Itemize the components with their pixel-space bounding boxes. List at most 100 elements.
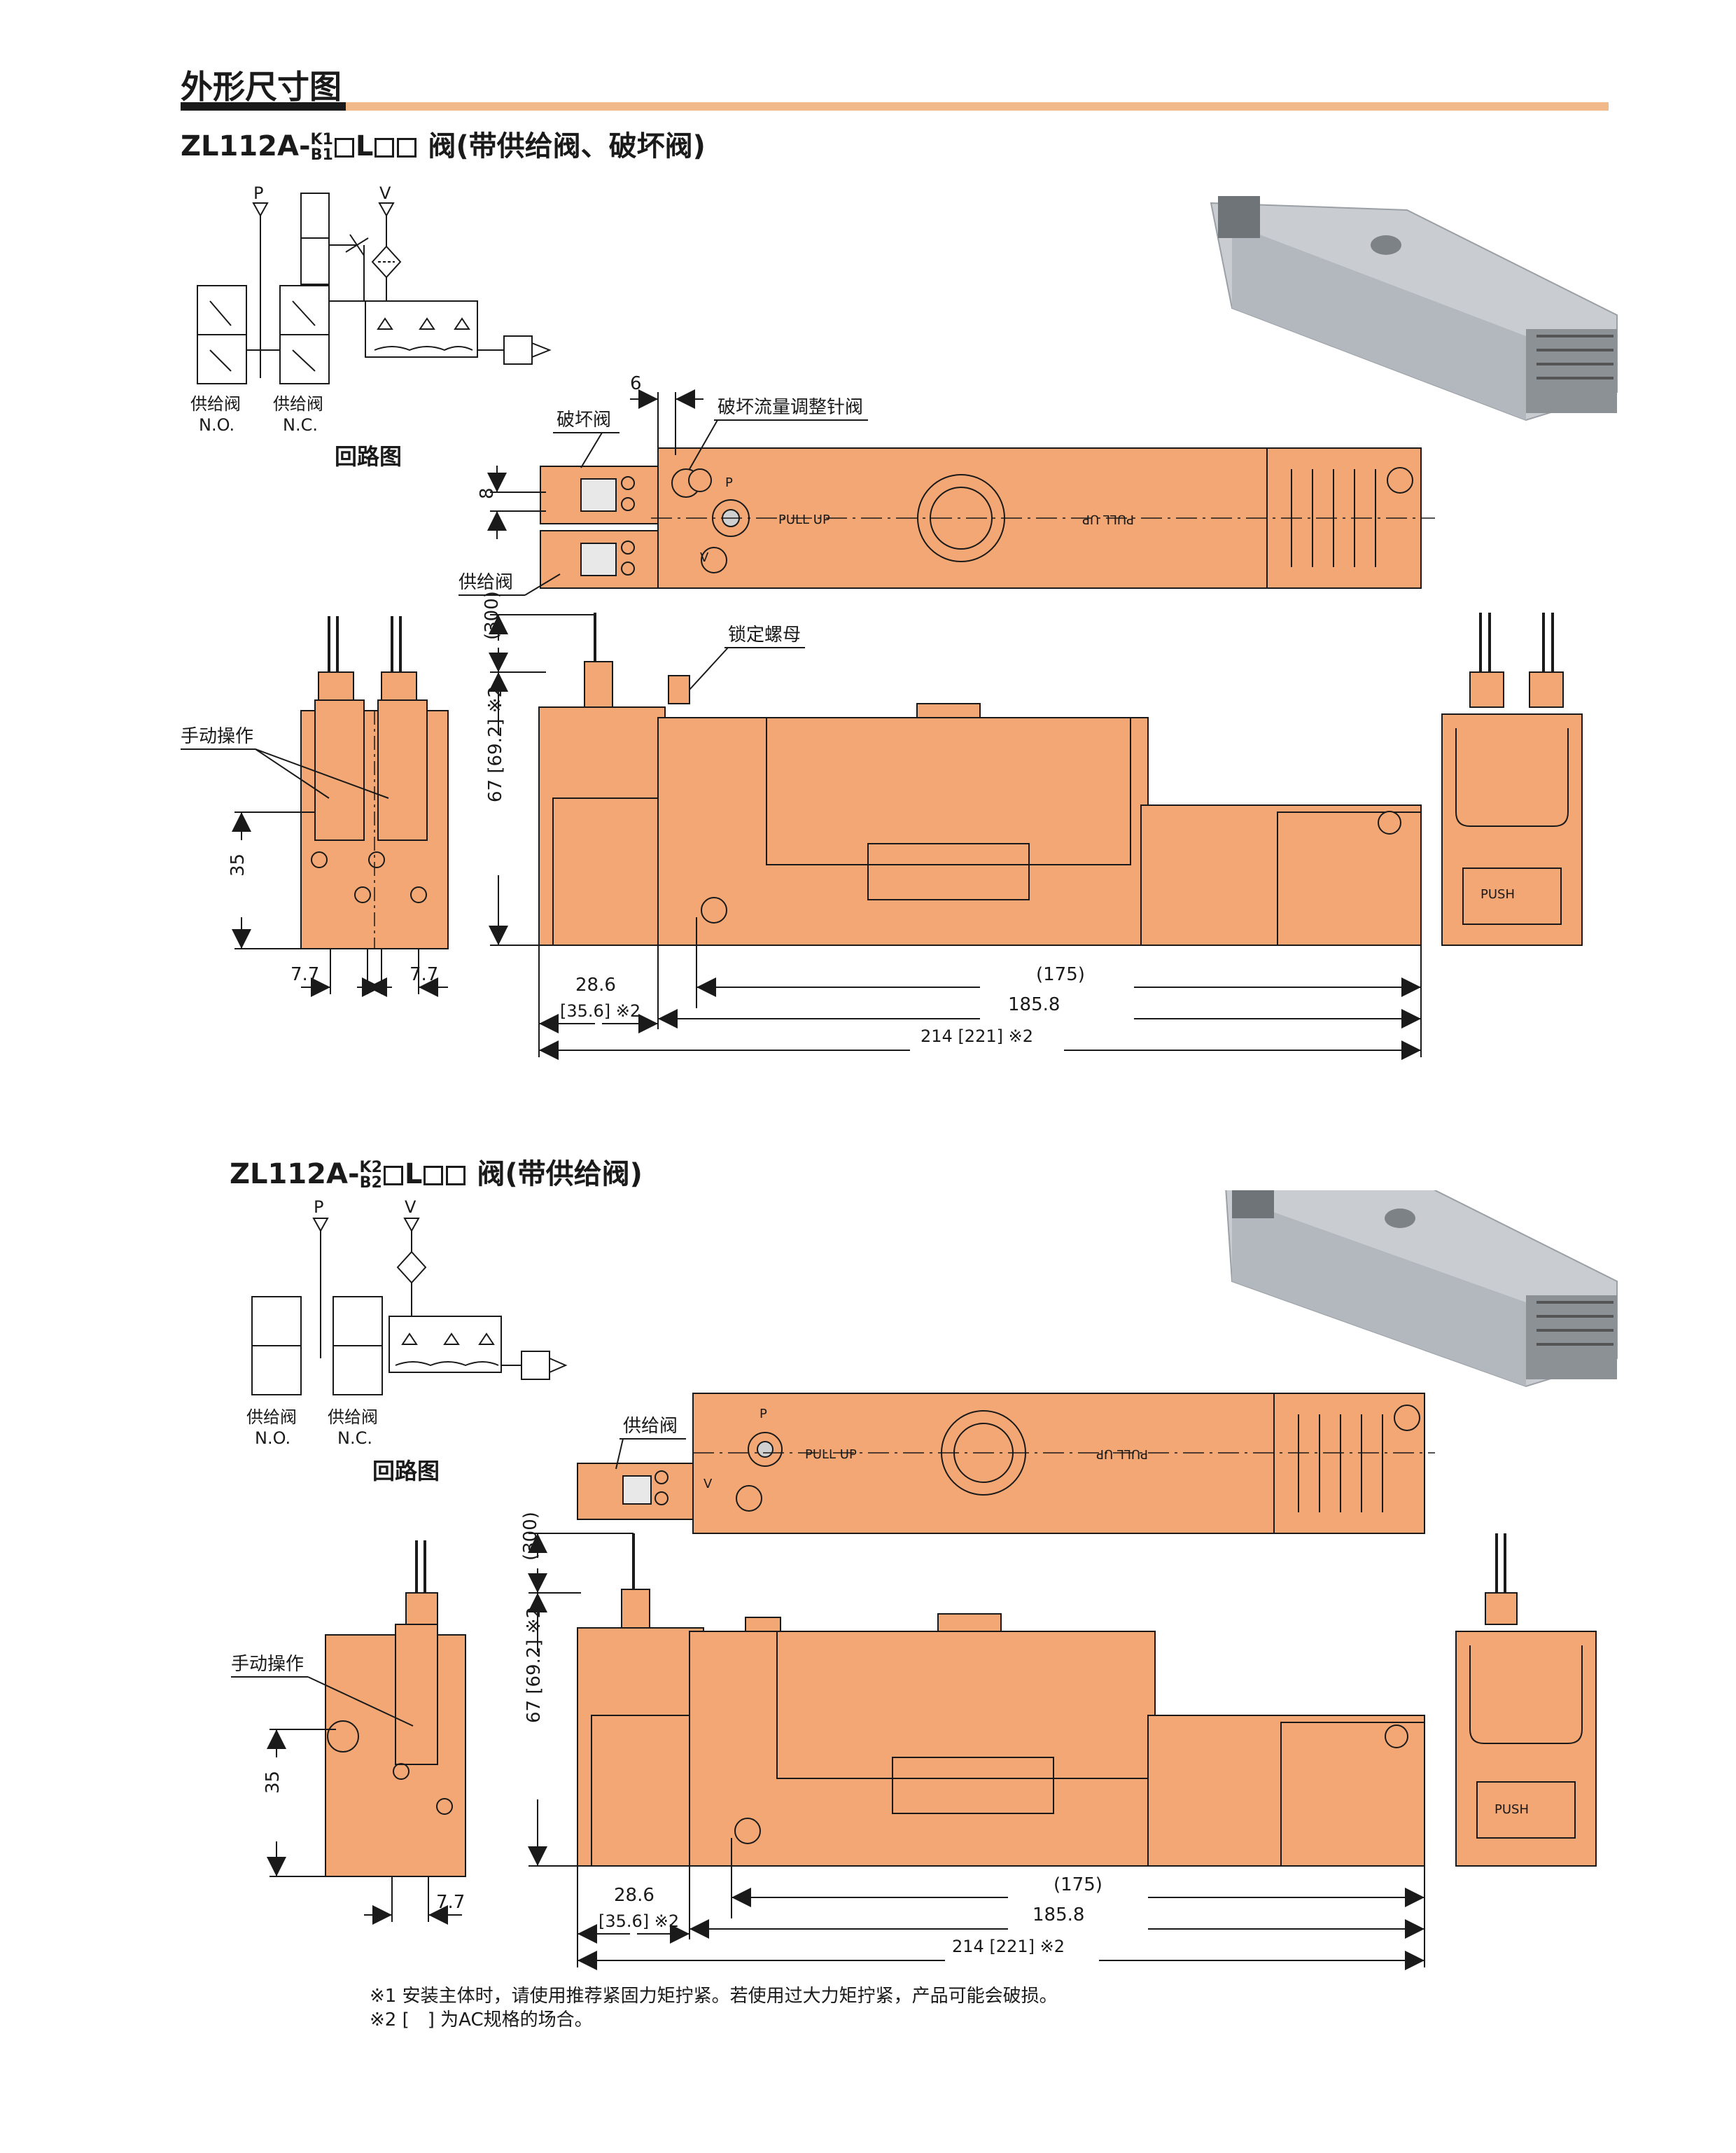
dim-175-2: (175) xyxy=(1054,1874,1102,1895)
pull-up-right-2: PULL UP xyxy=(1096,1447,1148,1461)
upper-block xyxy=(766,717,1131,865)
section-2-sup-bottom: B2 xyxy=(359,1174,382,1192)
page-title: 外形尺寸图 xyxy=(181,68,342,106)
dim-35-6: [35.6] ※2 xyxy=(560,1001,640,1021)
circuit-diagram-2: P V 供给阀 N.O. 供给阀 N.C. 回路图 xyxy=(246,1197,568,1484)
dim-67: 67 [69.2] ※2 xyxy=(485,686,506,802)
callout-manual-2: 手动操作 xyxy=(231,1654,304,1675)
circuit-caption: 回路图 xyxy=(335,443,402,470)
port-p-label: P xyxy=(253,183,263,203)
dim-8: 8 xyxy=(477,487,498,499)
label-nc-1: 供给阀 xyxy=(273,394,323,414)
left-end-dims-2: 手动操作 35 7.7 xyxy=(231,1654,465,1925)
product-photo-2 xyxy=(1225,1190,1618,1388)
mark-p: P xyxy=(725,475,733,490)
label-no-1-2: 供给阀 xyxy=(246,1407,297,1427)
port-p-triangle xyxy=(252,202,269,218)
port-p-label-2: P xyxy=(314,1197,323,1217)
push-mark: PUSH xyxy=(1480,887,1515,902)
dim-28-6-2: 28.6 xyxy=(614,1885,654,1906)
dim-7-7-b: 7.7 xyxy=(410,964,438,985)
label-no-2-2: N.O. xyxy=(255,1428,290,1448)
dim-67-2: 67 [69.2] ※2 xyxy=(524,1607,545,1723)
label-nc-2: N.C. xyxy=(283,415,318,435)
label-no-1: 供给阀 xyxy=(190,394,241,414)
box-glyph xyxy=(446,1166,466,1185)
section-2-l: L xyxy=(404,1158,423,1190)
circuit-caption-2: 回路图 xyxy=(372,1458,440,1484)
label-no-2: N.O. xyxy=(199,415,234,435)
label-nc-2-2: N.C. xyxy=(337,1428,372,1448)
pull-up-right: PULL UP xyxy=(1082,512,1134,527)
box-glyph xyxy=(334,138,354,158)
dim-28-6: 28.6 xyxy=(575,975,616,996)
dim-35: 35 xyxy=(227,853,248,877)
left-end-view-2 xyxy=(325,1540,466,1877)
callout-break-valve: 破坏阀 xyxy=(556,410,611,431)
right-end-view: PUSH xyxy=(1441,613,1583,946)
top-view-2-callouts: 供给阀 xyxy=(615,1416,686,1470)
section-1-prefix: ZL112A- xyxy=(181,130,311,162)
ejector-box xyxy=(365,300,478,358)
mark-p-2: P xyxy=(760,1407,767,1421)
left-end-dims: 手动操作 35 7.7 7.7 xyxy=(181,726,448,997)
front-view-dims: 锁定螺母 (300) 67 [69.2] ※2 28.6 [35.6] ※2 (… xyxy=(482,591,1422,1060)
top-view-dims: 6 8 破坏阀 供给阀 破坏流量调整针阀 xyxy=(458,373,868,596)
section-1-sup-bottom: B1 xyxy=(310,146,333,164)
callout-needle-valve: 破坏流量调整针阀 xyxy=(718,397,863,418)
callout-supply-valve: 供给阀 xyxy=(458,572,513,593)
front-view-2 xyxy=(577,1533,1425,1867)
left-end-view xyxy=(300,616,449,949)
product-photo xyxy=(1210,196,1618,421)
end-cap-front xyxy=(1277,811,1422,946)
dim-300: (300) xyxy=(482,591,503,640)
mark-v-2: V xyxy=(704,1477,713,1491)
needle-valve xyxy=(345,234,369,256)
section-2-sup-top: K2 xyxy=(359,1159,382,1176)
box-glyph xyxy=(374,138,395,158)
dim-185-8-2: 185.8 xyxy=(1032,1904,1084,1925)
section-1-sup-top: K1 xyxy=(310,131,333,148)
section-2-prefix: ZL112A- xyxy=(230,1158,360,1190)
footnote-1: ※1 安装主体时，请使用推荐紧固力矩拧紧。若使用过大力矩拧紧，产品可能会破损。 xyxy=(370,1986,1058,2007)
dim-300-2: (300) xyxy=(520,1512,541,1561)
section-1-suffix: 阀(带供给阀、破坏阀) xyxy=(418,130,706,162)
box-glyph xyxy=(383,1166,403,1185)
section-1-l: L xyxy=(355,130,374,162)
dim-35-6-2: [35.6] ※2 xyxy=(598,1911,679,1931)
dim-35-2: 35 xyxy=(262,1771,284,1794)
silencer xyxy=(503,335,533,365)
dim-7-7-a: 7.7 xyxy=(290,964,319,985)
footnote-2: ※2 [ ] 为AC规格的场合。 xyxy=(370,2009,593,2030)
section-2-suffix: 阀(带供给阀) xyxy=(467,1158,643,1190)
dim-7-7-2: 7.7 xyxy=(436,1892,465,1913)
lock-nut xyxy=(668,675,690,704)
callout-lock-nut: 锁定螺母 xyxy=(728,625,801,646)
port-v-label: V xyxy=(379,183,391,203)
dim-214: 214 [221] ※2 xyxy=(920,1026,1033,1046)
top-view: PULL UP PULL UP P V xyxy=(540,447,1435,589)
circuit-diagram: P V 供给阀 N.O. 供给阀 N.C. 回路图 xyxy=(190,183,552,470)
dim-185-8: 185.8 xyxy=(1008,994,1060,1015)
pull-up-left-2: PULL UP xyxy=(805,1447,857,1462)
dim-6: 6 xyxy=(630,373,642,394)
footnotes: ※1 安装主体时，请使用推荐紧固力矩拧紧。若使用过大力矩拧紧，产品可能会破损。 … xyxy=(370,1984,1058,2032)
front-view-dims-2: (300) 67 [69.2] ※2 28.6 [35.6] ※2 (175) … xyxy=(520,1512,1425,1970)
top-view-2: PULL UP PULL UP P V xyxy=(577,1393,1435,1534)
dim-175: (175) xyxy=(1036,964,1085,985)
box-glyph xyxy=(397,138,417,158)
box-glyph xyxy=(424,1166,444,1185)
title-rule xyxy=(181,102,1609,111)
callout-manual: 手动操作 xyxy=(181,726,253,747)
port-v-label-2: V xyxy=(405,1197,416,1217)
dim-214-2: 214 [221] ※2 xyxy=(952,1937,1065,1956)
title-rule-accent xyxy=(181,102,346,111)
callout-supply-valve-2: 供给阀 xyxy=(623,1416,678,1437)
section-2-drawing: P V 供给阀 N.O. 供给阀 N.C. 回路图 xyxy=(231,1190,1618,1970)
section-1-drawing: P V 供给阀 N.O. 供给阀 N.C. 回路图 xyxy=(181,183,1618,1060)
front-view xyxy=(538,613,1422,946)
right-end-view-2: PUSH xyxy=(1455,1533,1597,1867)
